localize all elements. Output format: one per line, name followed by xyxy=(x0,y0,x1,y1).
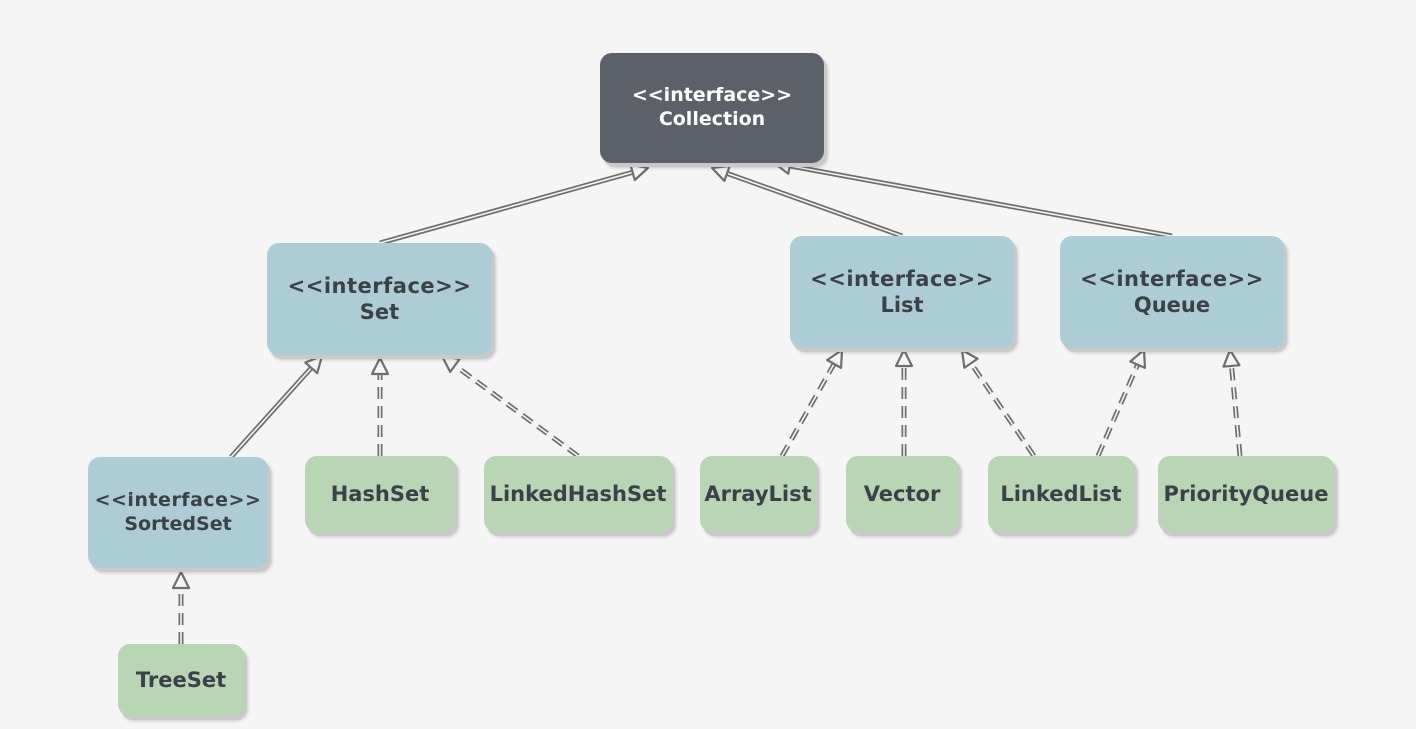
arrowhead-icon xyxy=(440,354,461,374)
arrowhead-icon xyxy=(960,348,979,369)
node-name: Collection xyxy=(658,108,766,130)
node-arraylist: ArrayList xyxy=(700,456,816,532)
edge-line-highlight xyxy=(789,165,1173,237)
stereotype-label: <<interface>> xyxy=(94,488,262,511)
node-set: <<interface>> Set xyxy=(267,243,492,355)
node-hashset: HashSet xyxy=(305,456,455,532)
node-name: PriorityQueue xyxy=(1163,481,1329,506)
edge-line-highlight xyxy=(1230,365,1241,457)
node-name: List xyxy=(880,293,924,317)
stereotype-label: <<interface>> xyxy=(631,84,793,107)
node-priorityqueue: PriorityQueue xyxy=(1158,456,1334,532)
edge-line-highlight xyxy=(970,362,1035,457)
node-name: Queue xyxy=(1133,293,1211,317)
node-linkedlist: LinkedList xyxy=(988,456,1134,532)
node-name: LinkedHashSet xyxy=(489,481,667,506)
stereotype-label: <<interface>> xyxy=(1080,266,1264,291)
arrowhead-icon xyxy=(1129,348,1147,369)
arrowhead-icon xyxy=(1222,348,1241,368)
node-vector: Vector xyxy=(846,456,958,532)
edge-hashset-to-set xyxy=(370,356,390,456)
edge-line-highlight xyxy=(781,363,835,457)
node-sortedset: <<interface>> SortedSet xyxy=(88,457,268,568)
stereotype-label: <<interface>> xyxy=(287,273,472,298)
edge-sortedset-to-set xyxy=(229,354,324,459)
edge-linkedlist-to-queue xyxy=(1095,348,1147,457)
node-name: SortedSet xyxy=(124,512,232,535)
edge-treeset-to-sortedset xyxy=(171,570,191,644)
edge-set-to-collection xyxy=(379,163,650,246)
node-name: HashSet xyxy=(330,481,430,506)
edge-vector-to-list xyxy=(894,348,914,456)
stereotype-label: <<interface>> xyxy=(810,266,994,291)
edge-linkedhashset-to-set xyxy=(440,354,580,459)
node-linkedhashset: LinkedHashSet xyxy=(484,456,672,532)
edge-arraylist-to-list xyxy=(779,348,844,458)
edge-line-highlight xyxy=(379,171,633,244)
node-treeset: TreeSet xyxy=(118,644,244,716)
node-name: LinkedList xyxy=(1000,481,1122,506)
edge-line-highlight xyxy=(1097,364,1139,457)
edge-list-to-collection xyxy=(710,164,903,239)
arrowhead-icon xyxy=(826,348,844,369)
arrowhead-icon xyxy=(370,356,390,376)
node-collection: <<interface>> Collection xyxy=(600,53,824,163)
node-queue: <<interface>> Queue xyxy=(1060,236,1284,348)
node-name: Set xyxy=(359,300,400,324)
node-name: ArrayList xyxy=(704,481,812,506)
edge-queue-to-collection xyxy=(772,156,1173,239)
arrowhead-icon xyxy=(171,570,191,590)
node-name: TreeSet xyxy=(135,667,227,692)
arrowhead-icon xyxy=(629,163,650,182)
edge-line-highlight xyxy=(230,367,312,458)
edge-priorityqueue-to-queue xyxy=(1222,348,1243,457)
arrowhead-icon xyxy=(894,348,914,368)
edge-line-highlight xyxy=(454,364,579,457)
edge-linkedlist-to-list xyxy=(960,348,1037,458)
node-list: <<interface>> List xyxy=(790,236,1014,348)
arrowhead-icon xyxy=(710,164,731,183)
edge-line-highlight xyxy=(726,172,903,237)
edge-line xyxy=(779,362,837,458)
arrowhead-icon xyxy=(304,354,324,375)
node-name: Vector xyxy=(863,481,941,506)
